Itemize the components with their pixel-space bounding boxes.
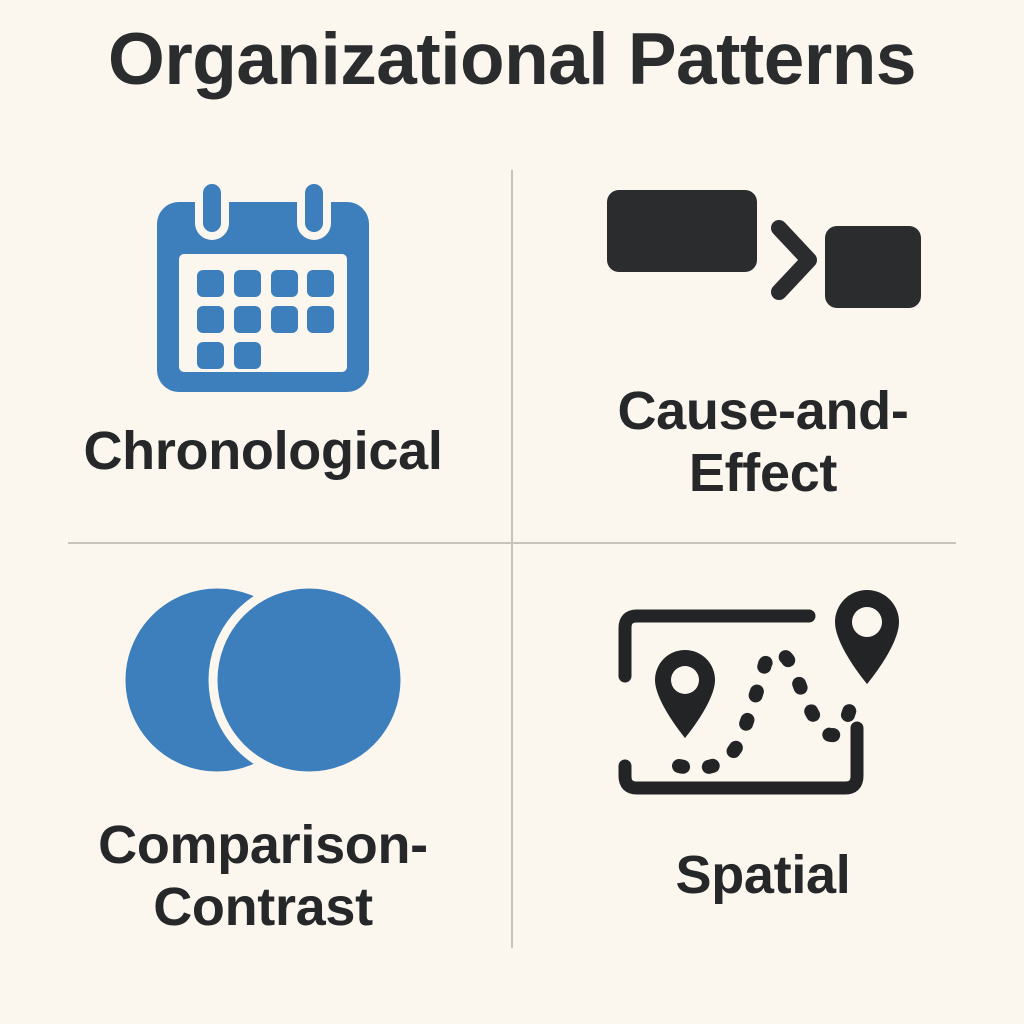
quadrant-cause-and-effect[interactable]: Cause-and-Effect (528, 176, 998, 504)
quadrant-label-comparison-contrast: Comparison-Contrast (98, 815, 428, 937)
horizontal-divider (68, 542, 956, 544)
cause-effect-arrow-icon (603, 176, 923, 341)
quadrant-label-spatial: Spatial (675, 845, 851, 905)
calendar-icon (155, 176, 371, 399)
page-title: Organizational Patterns (108, 19, 916, 100)
quadrant-comparison-contrast[interactable]: Comparison-Contrast (28, 579, 498, 938)
vertical-divider (511, 170, 513, 948)
quadrant-spatial[interactable]: Spatial (528, 580, 998, 907)
venn-diagram-icon (113, 579, 413, 785)
quadrant-label-chronological: Chronological (83, 421, 443, 481)
quadrant-chronological[interactable]: Chronological (28, 176, 498, 483)
quadrant-label-cause-and-effect: Cause-and-Effect (617, 381, 909, 503)
map-route-pins-icon (613, 580, 913, 815)
